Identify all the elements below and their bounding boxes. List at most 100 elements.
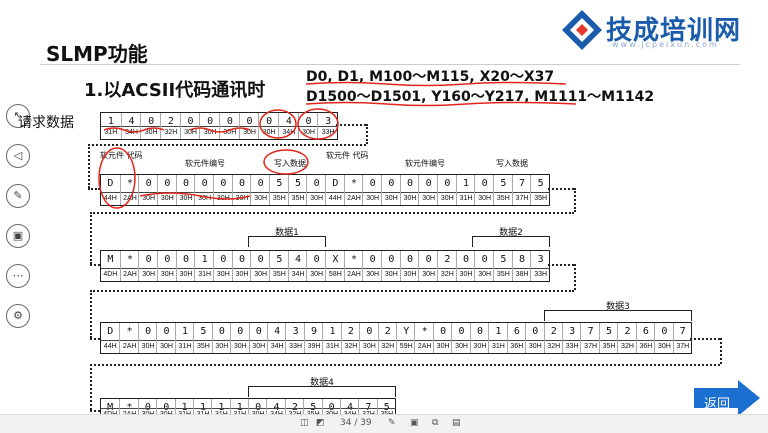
logo-icon [562, 10, 602, 50]
toolbar-icon-5[interactable]: ▤ [452, 418, 461, 428]
cell-char: 7 [679, 326, 686, 337]
cell-char: 0 [163, 326, 170, 337]
cell-char: 4 [347, 402, 354, 413]
cell-hex: 30H [456, 268, 476, 280]
cell-char: 0 [313, 254, 320, 265]
toolbar-icon-2[interactable]: ◩ [316, 418, 325, 428]
cell-hex: 30H [360, 340, 379, 352]
cell-hex: 34H [279, 126, 299, 138]
header-device-code-1: 软元件 代码 [100, 151, 143, 160]
cell-char: 0 [218, 326, 225, 337]
cell-hex: 35H [288, 192, 308, 204]
cell-char: 2 [444, 254, 451, 265]
cell-char: 0 [476, 326, 483, 337]
cell-char: 2 [624, 326, 631, 337]
cell-char: 5 [294, 178, 301, 189]
cell-char: 7 [365, 402, 372, 413]
cell-hex: 30H [139, 192, 158, 204]
logo: 技成培训网 www.jcpeixun.com [556, 6, 756, 54]
connector [90, 212, 92, 264]
cell-hex: 32H [544, 340, 563, 352]
more-icon[interactable]: ⋯ [6, 264, 30, 288]
cell-char: 4 [274, 326, 281, 337]
pointer-icon[interactable]: ↖ [6, 104, 30, 128]
cell-char: 8 [518, 254, 525, 265]
cell-hex: 35H [531, 192, 550, 204]
connector [88, 144, 366, 146]
settings-icon[interactable]: ⚙ [6, 304, 30, 328]
cell-hex: 36H [507, 340, 527, 352]
toolbar-pen-icon[interactable]: ✎ [388, 418, 396, 428]
cell-char: 1 [200, 402, 207, 413]
cell-char: 0 [164, 178, 171, 189]
arrow-left-icon[interactable]: ◁ [6, 144, 30, 168]
data3-label: 数据3 [606, 302, 630, 312]
screen-icon[interactable]: ▣ [6, 224, 30, 248]
cell-hex: 37H [673, 340, 692, 352]
cell-hex: 30H [176, 192, 196, 204]
cell-hex: 30H [239, 126, 260, 138]
cell-char: 0 [207, 116, 214, 127]
cell-hex: 30H [195, 192, 214, 204]
cell-hex: 30H [382, 268, 401, 280]
back-button[interactable]: 返回 [694, 380, 760, 416]
title-divider [40, 64, 740, 65]
cell-char: 0 [238, 254, 245, 265]
cell-hex: 2AH [344, 268, 364, 280]
data1-bracket: 数据1 [248, 228, 326, 247]
cell-char: 3 [569, 326, 576, 337]
cell-hex: 44H [326, 192, 345, 204]
cell-hex: 30H [200, 126, 220, 138]
connector [336, 124, 366, 126]
cell-hex: 30H [212, 340, 232, 352]
cell-char: 0 [406, 178, 413, 189]
toolbar-icon-4[interactable]: ⧉ [432, 418, 439, 428]
cell-char: 0 [220, 178, 227, 189]
cell-char: 0 [182, 254, 189, 265]
cell-hex: 30H [419, 268, 438, 280]
toolbar-icon-3[interactable]: ▣ [410, 418, 419, 428]
toolbar-icon-1[interactable]: ◫ [300, 418, 309, 428]
data4-label: 数据4 [310, 378, 334, 388]
cell-char: 1 [329, 326, 336, 337]
connector [90, 212, 574, 214]
cell-hex: 32H [438, 268, 457, 280]
cell-char: * [126, 254, 133, 265]
cell-char: 0 [144, 402, 151, 413]
cell-char: 0 [237, 326, 244, 337]
pen-icon[interactable]: ✎ [6, 184, 30, 208]
cell-hex: 31H [489, 340, 508, 352]
data2-bracket: 数据2 [472, 228, 550, 247]
cell-char: 0 [532, 326, 539, 337]
cell-hex: 37H [512, 192, 532, 204]
connector [90, 264, 100, 266]
cell-char: 0 [220, 254, 227, 265]
cell-char: 1 [495, 326, 502, 337]
packet-cell: *2AH [343, 175, 364, 205]
cell-hex: 35H [270, 192, 289, 204]
cell-hex: 35H [599, 340, 619, 352]
